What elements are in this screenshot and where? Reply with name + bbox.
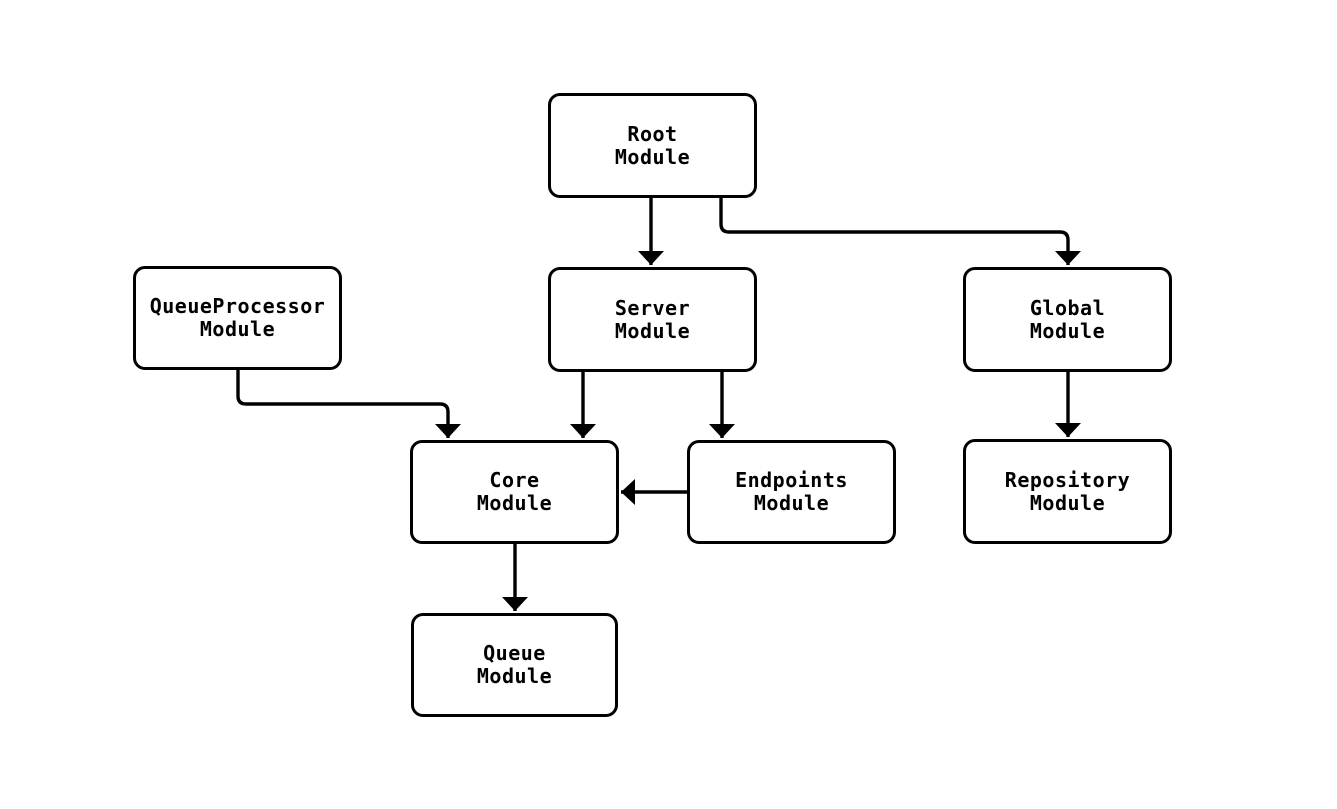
node-label: Global Module — [1029, 295, 1106, 343]
node-root-module: Root Module — [548, 93, 757, 198]
node-label: Root Module — [614, 121, 691, 169]
node-endpoints-module: Endpoints Module — [687, 440, 896, 544]
node-label: Core Module — [476, 468, 553, 515]
node-core-module: Core Module — [410, 440, 619, 544]
node-label: Endpoints Module — [735, 468, 848, 515]
node-global-module: Global Module — [963, 267, 1172, 372]
node-label: QueueProcessor Module — [149, 294, 326, 341]
node-label: Queue Module — [476, 641, 553, 688]
node-queue-module: Queue Module — [411, 613, 618, 717]
edge-queueprocessor-module-to-core-module — [236, 370, 461, 438]
node-server-module: Server Module — [548, 267, 757, 372]
node-repository-module: Repository Module — [963, 439, 1172, 544]
node-label: Repository Module — [1004, 467, 1131, 515]
edge-root-module-to-global-module — [719, 198, 1081, 265]
node-label: Server Module — [614, 295, 691, 343]
node-queueprocessor-module: QueueProcessor Module — [133, 266, 342, 370]
